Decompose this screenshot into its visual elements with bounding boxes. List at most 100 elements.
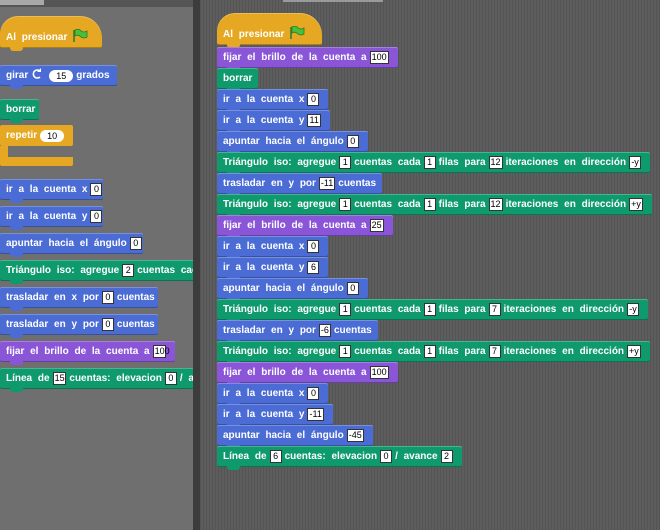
block-input[interactable]: 6	[269, 450, 282, 463]
script-block-18[interactable]: apuntar hacia el ángulo-45	[217, 425, 373, 449]
block-text: borrar	[6, 104, 36, 115]
block-text: cuentas	[116, 292, 155, 303]
angle-input[interactable]: 0	[129, 237, 142, 250]
block-input[interactable]: 12	[488, 198, 503, 211]
palette-move-x-block[interactable]: trasladar en x por 0 cuentas	[0, 287, 158, 311]
move-x-input[interactable]: 0	[101, 291, 114, 304]
palette-triangle-block[interactable]: Triángulo iso: agregue 2 cuentas cad	[0, 260, 193, 284]
block-input[interactable]: 1	[423, 345, 436, 358]
block-text: cuentas: elevacion	[69, 373, 162, 384]
block-input[interactable]: 0	[346, 135, 359, 148]
block-text: filas para	[438, 199, 486, 210]
palette-repeat-block[interactable]: repetir 10	[0, 125, 73, 166]
block-input[interactable]: 0	[307, 387, 320, 400]
block-input[interactable]: 12	[488, 156, 503, 169]
block-text: apuntar hacia el ángulo	[223, 283, 344, 294]
turn-degrees-input[interactable]: 15	[49, 69, 74, 82]
block-text: trasladar en x por	[6, 292, 99, 303]
palette-go-to-x-block[interactable]: ir a la cuenta x 0	[0, 179, 103, 203]
palette-set-brightness-block[interactable]: fijar el brillo de la cuenta a 100	[0, 341, 175, 365]
block-input[interactable]: 7	[488, 303, 501, 316]
elevation-input[interactable]: 0	[164, 372, 177, 385]
block-input[interactable]: 0	[307, 240, 320, 253]
palette-move-y-block[interactable]: trasladar en y por 0 cuentas	[0, 314, 158, 338]
script-block-1[interactable]: borrar	[217, 68, 259, 92]
green-flag-icon	[289, 25, 305, 43]
scripts-area[interactable]: Al presionar fijar el brillo de la cuent…	[200, 0, 660, 530]
block-input[interactable]: 100	[369, 51, 389, 64]
palette-point-direction-block[interactable]: apuntar hacia el ángulo 0	[0, 233, 143, 257]
block-text: cuentas cada	[354, 199, 421, 210]
script-block-17[interactable]: ir a la cuenta y-11	[217, 404, 333, 428]
y-input[interactable]: 0	[90, 210, 103, 223]
block-text: cuentas	[116, 319, 155, 330]
block-input[interactable]: 1	[423, 303, 436, 316]
palette-turn-block[interactable]: girar 15 grados	[0, 65, 117, 89]
block-text: Triángulo iso: agregue	[6, 265, 120, 276]
block-input[interactable]: +y	[629, 198, 643, 211]
block-input[interactable]: -6	[318, 324, 331, 337]
triangle-count-input[interactable]: 2	[122, 264, 135, 277]
block-input[interactable]: 2	[440, 450, 453, 463]
block-input[interactable]: -11	[318, 177, 336, 190]
block-text: ir a la cuenta y	[223, 115, 305, 126]
block-input[interactable]: 1	[339, 303, 352, 316]
script-when-flag-clicked-block[interactable]: Al presionar	[217, 13, 322, 48]
repeat-count-input[interactable]: 10	[40, 129, 64, 142]
block-input[interactable]: 7	[488, 345, 501, 358]
block-text: Triángulo iso: agregue	[223, 199, 337, 210]
block-input[interactable]: 25	[369, 219, 384, 232]
palette-category-tab[interactable]	[0, 0, 44, 5]
palette-line-block[interactable]: Línea de 15 cuentas: elevacion 0 / a	[0, 368, 193, 392]
block-input[interactable]: 6	[307, 261, 320, 274]
block-input[interactable]: 100	[369, 366, 389, 379]
block-input[interactable]: 1	[339, 198, 352, 211]
block-input[interactable]: 0	[380, 450, 393, 463]
block-input[interactable]: -11	[307, 408, 324, 421]
x-input[interactable]: 0	[90, 183, 103, 196]
move-y-input[interactable]: 0	[101, 318, 114, 331]
block-text: ir a la cuenta x	[223, 94, 305, 105]
block-input[interactable]: 1	[423, 156, 436, 169]
line-count-input[interactable]: 15	[52, 372, 67, 385]
block-input[interactable]: 1	[339, 156, 352, 169]
palette-go-to-y-block[interactable]: ir a la cuenta y 0	[0, 206, 103, 230]
block-text: cuentas	[333, 325, 372, 336]
block-input[interactable]: 1	[339, 345, 352, 358]
block-input[interactable]: -y	[629, 156, 642, 169]
block-input[interactable]: -45	[346, 429, 364, 442]
palette-header	[0, 0, 193, 7]
block-input[interactable]: 0	[307, 93, 320, 106]
block-input[interactable]: 0	[346, 282, 359, 295]
palette-clear-block[interactable]: borrar	[0, 99, 39, 123]
palette-divider[interactable]	[193, 0, 200, 530]
block-input[interactable]: -y	[627, 303, 640, 316]
repeat-header[interactable]: repetir 10	[0, 125, 73, 146]
block-input[interactable]: 1	[423, 198, 436, 211]
block-input[interactable]: +y	[627, 345, 641, 358]
palette-when-flag-clicked-block[interactable]: Al presionar	[0, 16, 102, 51]
repeat-footer	[0, 157, 73, 166]
block-text: iteraciones en dirección	[505, 199, 627, 210]
brightness-input[interactable]: 100	[152, 345, 170, 358]
hat-label: Al presionar	[6, 31, 68, 43]
block-input[interactable]: 11	[307, 114, 321, 127]
repeat-arm	[0, 146, 8, 157]
